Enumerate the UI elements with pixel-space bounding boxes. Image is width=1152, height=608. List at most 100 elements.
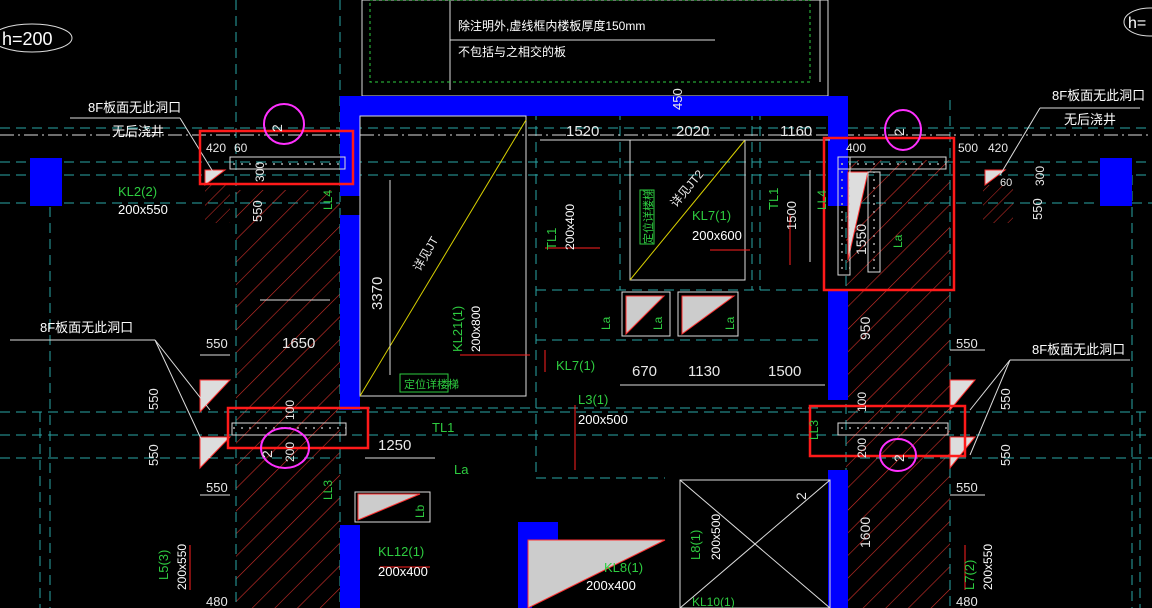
hatch-zone-small-r <box>983 185 1013 223</box>
dim-1250: 1250 <box>378 437 411 454</box>
dim-670: 670 <box>632 363 657 380</box>
highlight-boxes <box>198 129 967 458</box>
hole-note-mr: 8F板面无此洞口 <box>1032 342 1125 357</box>
dim-300b: 300 <box>1033 166 1047 186</box>
inner-walls <box>359 115 831 608</box>
dim-60b: 60 <box>1000 177 1012 189</box>
mark-2-b: 2 <box>891 128 907 136</box>
label-l3-size: 200x500 <box>578 412 628 427</box>
label-tl1-c: TL1 <box>432 420 454 435</box>
label-kl7b: KL7(1) <box>556 358 595 373</box>
label-kl12: KL12(1) <box>378 544 424 559</box>
label-lb: Lb <box>413 504 427 518</box>
label-l7: L7(2) <box>962 560 977 590</box>
h-tag-left <box>0 23 73 53</box>
dim-550c: 550 <box>206 336 228 351</box>
h-label-right: h= <box>1128 15 1146 32</box>
dim-60: 60 <box>234 141 248 155</box>
stair-loc-1: 定位详楼梯 <box>404 377 459 391</box>
hatch-zone-right <box>846 160 950 608</box>
dim-550e: 550 <box>146 444 161 466</box>
label-la-4: La <box>454 462 469 477</box>
label-kl12-size: 200x400 <box>378 564 428 579</box>
dim-2020: 2020 <box>676 123 709 140</box>
stair-ref-2: 详见JT2 <box>667 166 707 210</box>
corner-triangles <box>199 169 1007 608</box>
stair-loc-2: 定位详楼梯 <box>641 189 655 244</box>
hole-note-tl-1: 8F板面无此洞口 <box>88 100 181 115</box>
highlight-box-mr <box>808 404 967 458</box>
circle-mark-3 <box>260 427 310 469</box>
highlight-box-tr <box>822 136 956 292</box>
shear-walls <box>30 96 1132 608</box>
mark-2-e: 2 <box>793 492 809 500</box>
dim-550d: 550 <box>146 388 161 410</box>
label-kl21: KL21(1) <box>450 306 465 352</box>
dim-550f: 550 <box>206 480 228 495</box>
label-la-1: La <box>599 316 613 330</box>
dim-550g: 550 <box>956 336 978 351</box>
dim-480b: 480 <box>956 594 978 608</box>
dotted-slabs <box>229 156 949 436</box>
beam-lines <box>189 215 966 590</box>
mark-2-a: 2 <box>269 124 285 132</box>
label-kl7a-size: 200x600 <box>692 228 742 243</box>
label-l5-size: 200x550 <box>175 544 189 590</box>
circle-mark-1 <box>263 103 305 145</box>
highlight-box-tl <box>198 129 355 186</box>
dim-200b: 200 <box>855 438 869 458</box>
dim-550b: 550 <box>1030 198 1045 220</box>
label-kl8-size: 200x400 <box>586 578 636 593</box>
label-ll4-b: LL4 <box>815 190 829 210</box>
stair-lines <box>359 119 746 397</box>
label-kl2-size: 200x550 <box>118 202 168 217</box>
dim-1500b: 1500 <box>768 363 801 380</box>
label-l3: L3(1) <box>578 392 608 407</box>
mark-2-d: 2 <box>891 454 907 462</box>
dim-1500: 1500 <box>784 201 799 230</box>
dim-950: 950 <box>857 316 873 340</box>
hole-note-tr-2: 无后浇井 <box>1064 112 1116 127</box>
label-l7-size: 200x550 <box>981 544 995 590</box>
top-frame-green <box>369 0 811 83</box>
dim-550a: 550 <box>250 200 265 222</box>
magenta-marks <box>260 103 922 472</box>
dim-1650: 1650 <box>282 335 315 352</box>
mark-2-c: 2 <box>259 450 275 458</box>
dim-1600: 1600 <box>857 517 873 548</box>
dim-200a: 200 <box>283 442 297 462</box>
highlight-box-ml <box>226 406 370 450</box>
label-kl7a: KL7(1) <box>692 208 731 223</box>
leader-lines <box>10 107 1140 496</box>
dim-300a: 300 <box>253 162 267 182</box>
label-l5: L5(3) <box>156 550 171 580</box>
dim-400: 400 <box>846 141 866 155</box>
label-la-3: La <box>723 316 737 330</box>
label-kl2: KL2(2) <box>118 184 157 199</box>
hole-note-tr-1: 8F板面无此洞口 <box>1052 88 1145 103</box>
dim-420a: 420 <box>206 141 226 155</box>
dim-550h: 550 <box>998 388 1013 410</box>
label-ll4-a: LL4 <box>321 190 335 210</box>
h-tag-right <box>1123 7 1152 37</box>
label-l8: L8(1) <box>688 530 703 560</box>
hatch-zone-small-l <box>205 185 230 223</box>
top-note-1: 除注明外,虚线框内楼板厚度150mm <box>458 18 645 33</box>
label-ll3-a: LL3 <box>321 480 335 500</box>
hole-note-ml: 8F板面无此洞口 <box>40 320 133 335</box>
dim-1160: 1160 <box>780 123 812 140</box>
hatch-zone-left <box>236 190 340 608</box>
label-ll3-b: LL3 <box>807 420 821 440</box>
dim-3370: 3370 <box>369 277 386 310</box>
dim-1520: 1520 <box>566 123 599 140</box>
label-tl1-a-size: 200x400 <box>563 204 577 250</box>
dim-480a: 480 <box>206 594 228 608</box>
top-note-2: 不包括与之相交的板 <box>458 44 566 59</box>
dim-550i: 550 <box>956 480 978 495</box>
label-kl10: KL10(1) <box>692 595 735 608</box>
label-kl21-size: 200x800 <box>469 306 483 352</box>
label-la-tr: La <box>891 234 905 248</box>
